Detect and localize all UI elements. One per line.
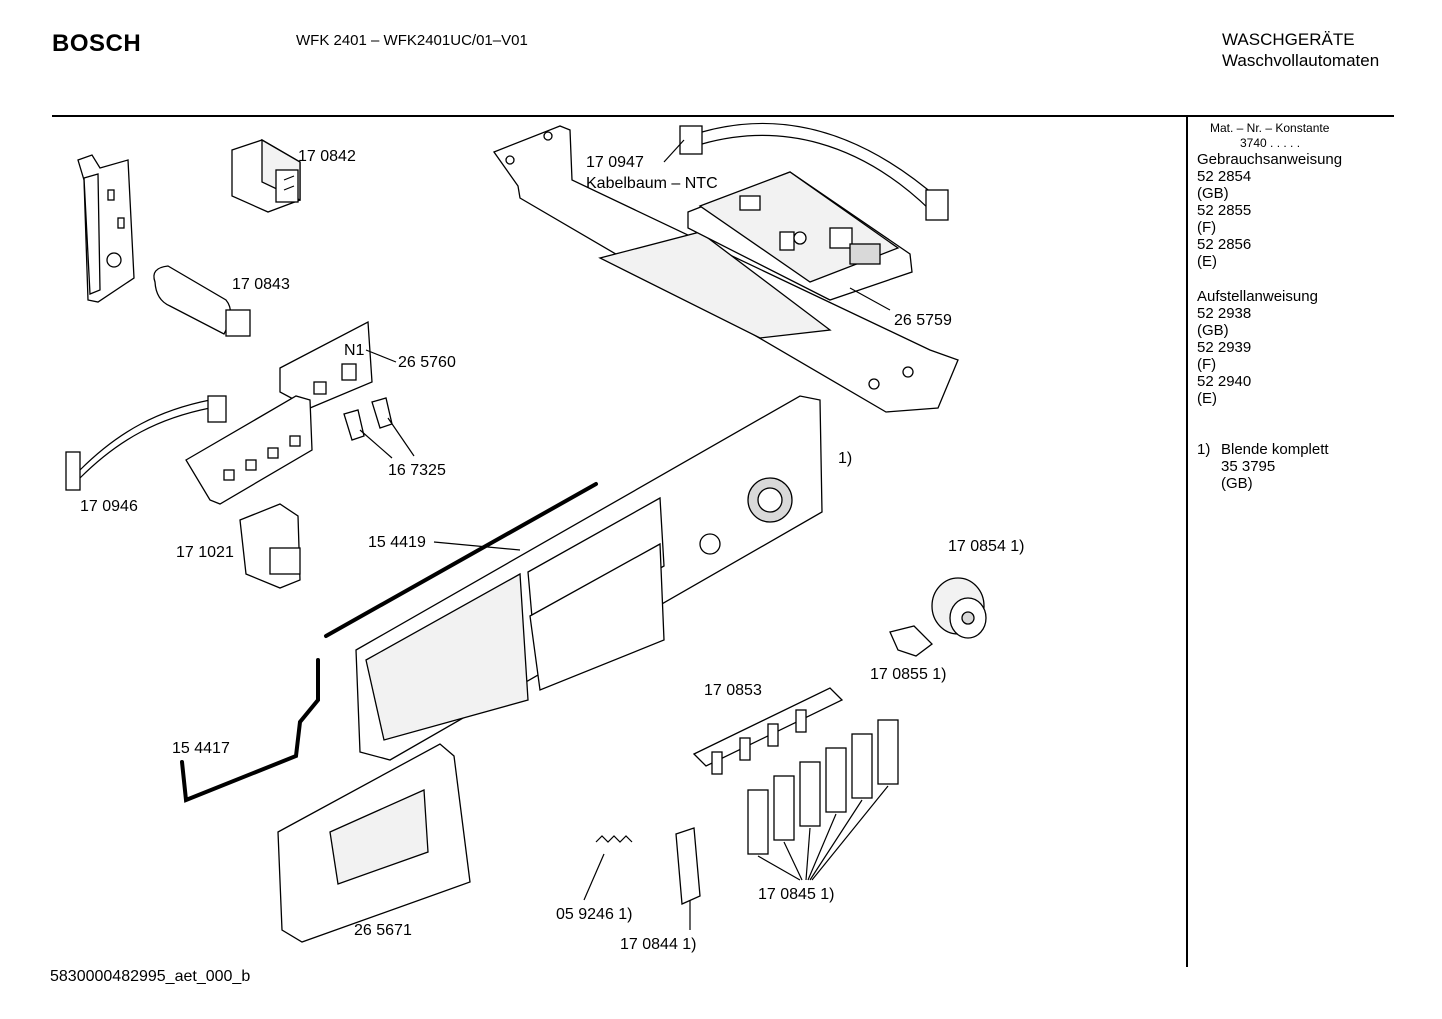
note-lang: (GB) [1221,475,1253,492]
doc-entry: 52 2938 [1197,305,1252,322]
sidebar-divider [1186,117,1188,967]
part-label: 17 0844 1) [620,936,697,953]
note-number: 35 3795 [1221,458,1276,475]
push-buttons-drawing [747,719,899,881]
category-title: WASCHGERÄTE [1222,30,1355,49]
doc-entry: 52 2854 [1197,168,1252,185]
exploded-parts-diagram [65,122,987,943]
part-label: 17 0842 [298,148,356,165]
part-label: N1 [344,342,365,359]
part-label: 17 0855 1) [870,666,947,683]
part-label: 17 0946 [80,498,138,515]
part-label: 15 4417 [172,740,230,757]
program-knob-drawing [931,577,987,639]
leader-line [849,287,891,311]
control-panel-drawing [355,395,823,761]
doc-entry: 52 2855 [1197,202,1252,219]
mounting-bracket-drawing [77,154,135,303]
subcategory-title: Waschvollautomaten [1222,51,1380,70]
part-label: Kabelbaum – NTC [586,175,718,192]
part-label: 17 1021 [176,544,234,561]
leader-line [365,349,397,363]
doc-entry: (GB) [1197,185,1229,202]
ribbon-cable-drawing [65,395,227,491]
bow-wire-drawing [180,658,320,803]
part-label: 26 5671 [354,922,412,939]
support-rail-drawing [492,125,959,413]
doc-entry: (E) [1197,253,1217,270]
part-label: 17 0843 [232,276,290,293]
part-label: 1) [838,450,853,467]
part-label: 17 0854 1) [948,538,1025,555]
doc-entry: 52 2940 [1197,373,1252,390]
part-label: 16 7325 [388,462,446,479]
doc-entry: 52 2939 [1197,339,1252,356]
clip-drawing [675,827,701,930]
part-label: 05 9246 1) [556,906,633,923]
part-label: 17 0853 [704,682,762,699]
seal-strip-drawing [324,482,598,638]
door-lock-drawing [239,503,301,589]
note-text: Blende komplett [1221,441,1329,458]
switch-board-drawing [185,320,373,505]
capacitor-drawing [153,265,251,337]
part-label: 26 5760 [398,354,456,371]
doc-entry: (F) [1197,356,1217,373]
doc-entry: (GB) [1197,322,1229,339]
spring-drawing [583,835,633,901]
model-title: WFK 2401 – WFK2401UC/01–V01 [296,32,528,49]
part-label: 26 5759 [894,312,952,329]
part-label: 15 4419 [368,534,426,551]
header-divider [52,115,1394,117]
note-marker: 1) [1197,441,1211,458]
display-cover-drawing [277,743,471,943]
document-code: 5830000482995_aet_000_b [50,968,251,985]
part-label: 17 0845 1) [758,886,835,903]
doc-title-gebrauchsanweisung: Gebrauchsanweisung [1197,151,1343,168]
leader-line [433,541,521,551]
doc-entry: 52 2856 [1197,236,1252,253]
doc-title-aufstellanweisung: Aufstellanweisung [1197,288,1318,305]
relay-drawing [231,138,301,213]
brand-logo: BOSCH [52,30,142,57]
doc-entry: (E) [1197,390,1217,407]
knob-insert-drawing [889,625,933,657]
wire-harness-drawing [679,122,949,221]
electronic-module-drawing [687,171,913,301]
button-caps-drawing [343,397,415,459]
mat-number-header: Mat. – Nr. – Konstante [1210,121,1330,135]
mat-number-value: 3740 . . . . . [1240,136,1301,150]
doc-entry: (F) [1197,219,1217,236]
button-bar-drawing [692,687,844,775]
leader-line [663,139,685,163]
part-label: 17 0947 [586,154,644,171]
